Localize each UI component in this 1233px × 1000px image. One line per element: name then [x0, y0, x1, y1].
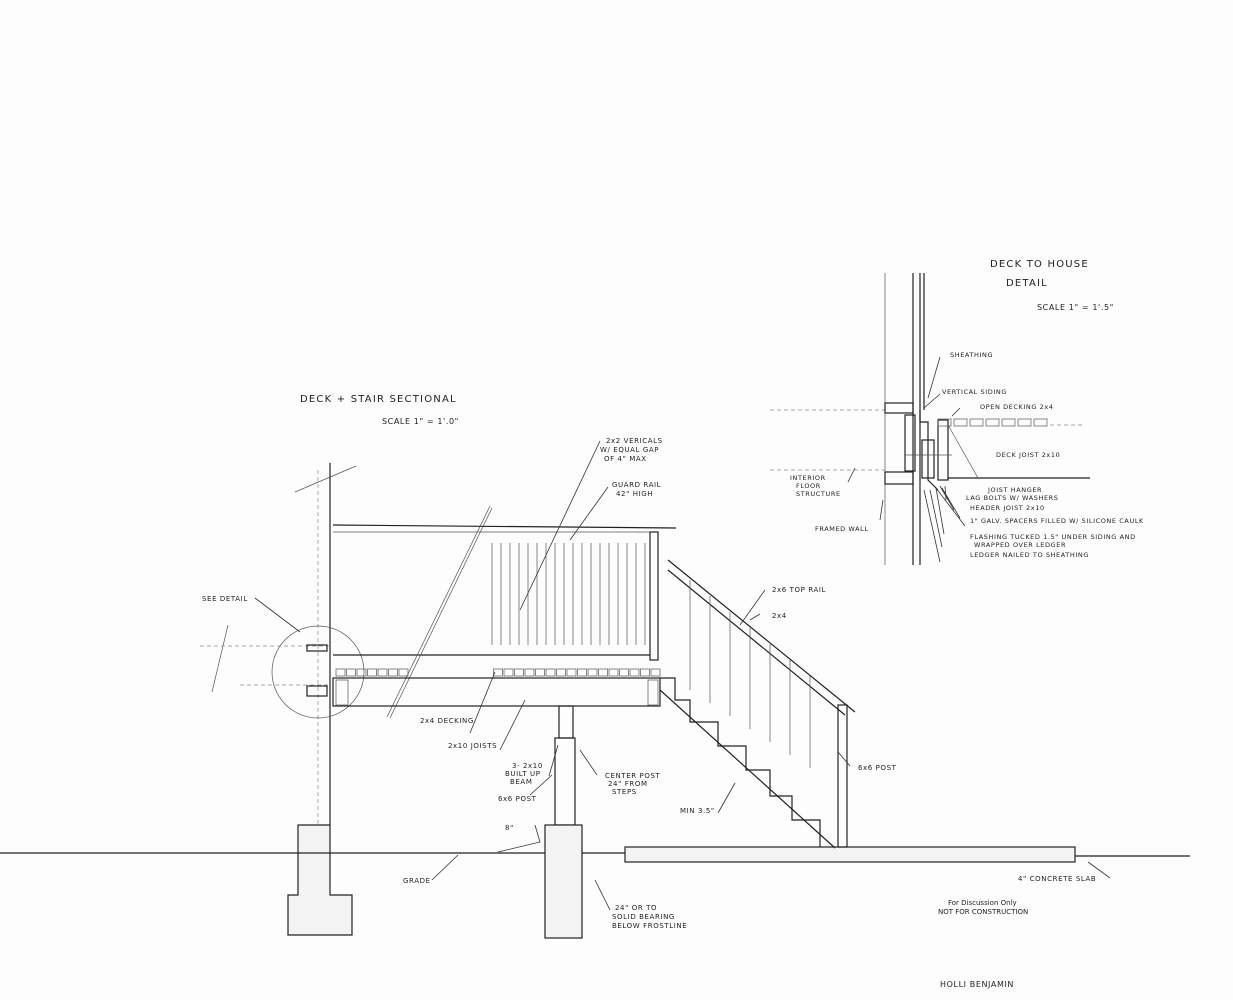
svg-text:6x6 POST: 6x6 POST	[498, 795, 537, 803]
deck-board	[398, 668, 409, 677]
stair-top-rail	[667, 559, 856, 713]
deck-board	[514, 668, 524, 677]
concrete-slab	[624, 846, 1076, 863]
detail-scale: SCALE 1" = 1'.5"	[1037, 303, 1114, 312]
stair-post	[837, 704, 848, 848]
svg-text:2x4 DECKING: 2x4 DECKING	[420, 717, 474, 725]
svg-text:FRAMED WALL: FRAMED WALL	[815, 525, 869, 533]
stringer	[659, 689, 836, 849]
deck-board	[937, 418, 952, 427]
deck-board	[953, 418, 968, 427]
decking-boards	[335, 668, 661, 677]
deck-board	[335, 668, 346, 677]
open-decking	[937, 418, 1048, 427]
header-joist	[937, 419, 949, 481]
ledger	[921, 439, 935, 479]
deck-board	[619, 668, 629, 677]
svg-text:DECK JOIST 2x10: DECK JOIST 2x10	[996, 451, 1060, 459]
break-line	[294, 465, 357, 493]
svg-text:MIN 3.5": MIN 3.5"	[680, 807, 715, 815]
deck-board	[650, 668, 661, 677]
deck-stair-section: DECK + STAIR SECTIONAL SCALE 1" = 1'.0"	[0, 394, 1190, 939]
svg-text:HEADER JOIST 2x10: HEADER JOIST 2x10	[970, 504, 1045, 512]
joist	[332, 677, 661, 707]
svg-text:OPEN DECKING 2x4: OPEN DECKING 2x4	[980, 403, 1054, 411]
section-title: DECK + STAIR SECTIONAL	[300, 394, 457, 405]
deck-board	[556, 668, 566, 677]
deck-board	[1001, 418, 1016, 427]
deck-board	[377, 668, 388, 677]
svg-text:JOIST HANGER: JOIST HANGER	[987, 486, 1042, 494]
svg-text:For Discussion Only: For Discussion Only	[948, 899, 1017, 907]
center-post	[554, 737, 576, 826]
deck-board	[566, 668, 577, 677]
detail-labels: SHEATHING VERTICAL SIDING OPEN DECKING 2…	[790, 351, 1144, 559]
deck-board	[356, 668, 367, 677]
deck-board	[388, 668, 398, 677]
section-scale: SCALE 1" = 1'.0"	[382, 417, 459, 426]
center-footing	[544, 824, 583, 939]
house-footing	[287, 824, 353, 936]
deck-to-house-detail: DECK TO HOUSE DETAIL SCALE 1" = 1'.5"	[770, 259, 1114, 565]
detail-callout-circle	[271, 625, 365, 719]
built-up-beam	[558, 705, 574, 739]
deck-board	[545, 668, 556, 677]
deck-board	[629, 668, 640, 677]
svg-text:2x6 TOP RAIL: 2x6 TOP RAIL	[772, 586, 826, 594]
svg-text:FLASHING TUCKED 1.5" UNDER SID: FLASHING TUCKED 1.5" UNDER SIDING ANDWRA…	[970, 533, 1136, 549]
svg-text:NOT FOR CONSTRUCTION: NOT FOR CONSTRUCTION	[938, 908, 1028, 916]
guard-rail-top	[332, 524, 677, 529]
svg-text:LAG BOLTS W/ WASHERS: LAG BOLTS W/ WASHERS	[966, 494, 1059, 502]
svg-text:2x4: 2x4	[772, 612, 787, 620]
balusters	[491, 543, 646, 645]
deck-board	[587, 668, 598, 677]
svg-text:4" CONCRETE SLAB: 4" CONCRETE SLAB	[1018, 875, 1096, 883]
svg-text:8": 8"	[505, 824, 514, 832]
deck-board	[608, 668, 619, 677]
deck-board	[524, 668, 535, 677]
deck-board	[985, 418, 1000, 427]
break-line	[211, 624, 229, 693]
deck-board	[577, 668, 587, 677]
deck-board	[503, 668, 514, 677]
deck-board	[493, 668, 503, 677]
discussion-stamp: For Discussion Only NOT FOR CONSTRUCTION	[938, 899, 1028, 916]
deck-board	[367, 668, 377, 677]
svg-text:1" GALV. SPACERS FILLED W/ SIL: 1" GALV. SPACERS FILLED W/ SILICONE CAUL…	[970, 517, 1144, 525]
svg-text:6x6 POST: 6x6 POST	[858, 764, 897, 772]
deck-board	[598, 668, 608, 677]
deck-board	[346, 668, 356, 677]
deck-board	[969, 418, 984, 427]
signature: HOLLI BENJAMIN	[940, 980, 1014, 989]
svg-text:SHEATHING: SHEATHING	[950, 351, 993, 359]
svg-text:2x10 JOISTS: 2x10 JOISTS	[448, 742, 497, 750]
deck-board	[640, 668, 650, 677]
stair-treads	[660, 677, 821, 847]
svg-text:DETAIL: DETAIL	[1006, 278, 1048, 289]
svg-text:VERTICAL SIDING: VERTICAL SIDING	[942, 388, 1007, 396]
svg-text:SEE DETAIL: SEE DETAIL	[202, 595, 248, 603]
svg-text:GRADE: GRADE	[403, 877, 431, 885]
deck-board	[535, 668, 545, 677]
stair-balusters	[689, 580, 811, 768]
svg-text:LEDGER NAILED TO SHEATHING: LEDGER NAILED TO SHEATHING	[970, 551, 1089, 559]
rail-post	[649, 531, 659, 661]
deck-board	[1033, 418, 1048, 427]
detail-title: DECK TO HOUSE	[990, 259, 1089, 270]
deck-board	[1017, 418, 1032, 427]
